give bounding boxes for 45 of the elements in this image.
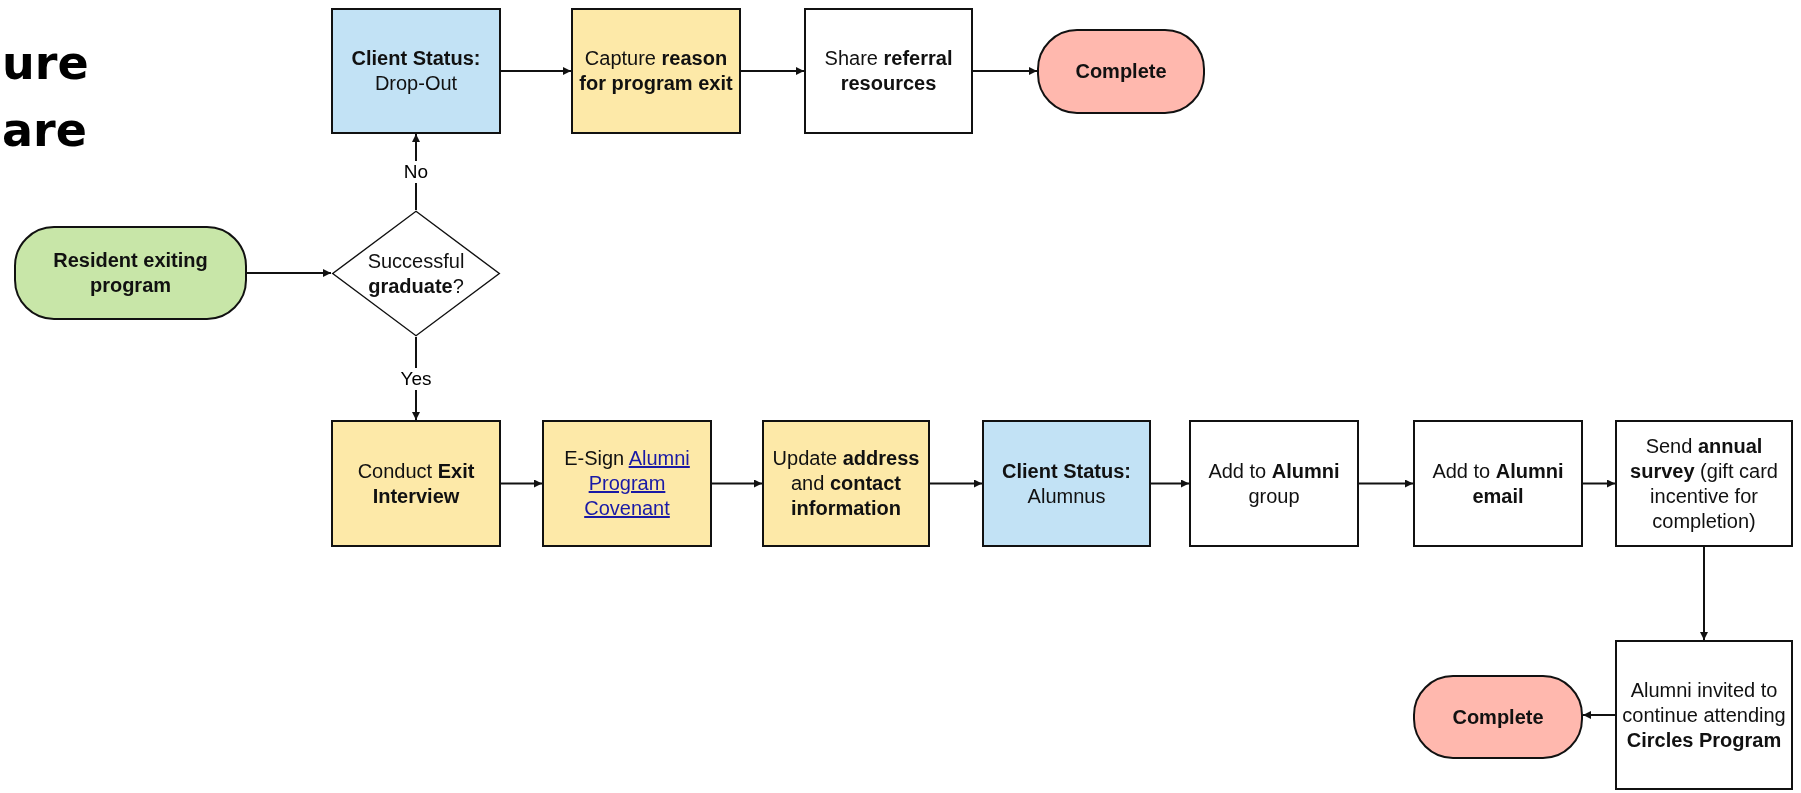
arrow [500, 67, 572, 75]
step-text: Client Status: [1002, 458, 1131, 484]
arrow [972, 67, 1038, 75]
step-text: Conduct Exit Interview [356, 458, 476, 509]
arrow [246, 269, 332, 277]
step-text: Capture reason for program exit [578, 46, 734, 96]
step-text: Alumni invited to continue attending Circles Program [1621, 677, 1787, 753]
arrow [929, 479, 983, 488]
arrow [1582, 711, 1616, 719]
step-text: E-Sign Alumni Program Covenant [563, 446, 691, 521]
step-text: Send annual survey (gift card incentive for completion) [1629, 433, 1779, 534]
process-box [1615, 420, 1793, 547]
arrow [740, 67, 805, 75]
process-box [1615, 640, 1793, 790]
arrow [1150, 479, 1190, 488]
arrow [1358, 479, 1414, 488]
process-box [571, 8, 741, 134]
arrow [711, 479, 763, 488]
step-text: Complete [1075, 59, 1167, 84]
step-text: Successful graduate? [366, 248, 466, 299]
edge-label: Yes [398, 367, 434, 390]
process-box [1189, 420, 1359, 547]
step-text: Resident exiting program [52, 248, 209, 298]
process-box [762, 420, 930, 547]
process-box [331, 420, 501, 547]
step-text: Add to Alumni email [1431, 458, 1565, 509]
step-text: Share referral resources [823, 46, 954, 96]
process-box [1413, 420, 1583, 547]
process-box [804, 8, 973, 134]
decision-diamond [331, 210, 501, 337]
arrow [1700, 546, 1708, 641]
step-text: Alumnus [1027, 483, 1106, 509]
arrow [1582, 479, 1616, 488]
step-text: Update address and contact information [771, 446, 921, 521]
start-terminal [14, 226, 247, 320]
title-fragment: are [2, 107, 87, 153]
step-text: Drop-Out [374, 71, 458, 96]
step-text: Add to Alumni group [1207, 458, 1341, 509]
title-fragment: ure [2, 40, 89, 86]
process-box [542, 420, 712, 547]
status-box [331, 8, 501, 134]
step-text: Complete [1452, 704, 1544, 730]
status-box [982, 420, 1151, 547]
arrow [500, 479, 543, 488]
step-text: Client Status: [351, 46, 481, 71]
